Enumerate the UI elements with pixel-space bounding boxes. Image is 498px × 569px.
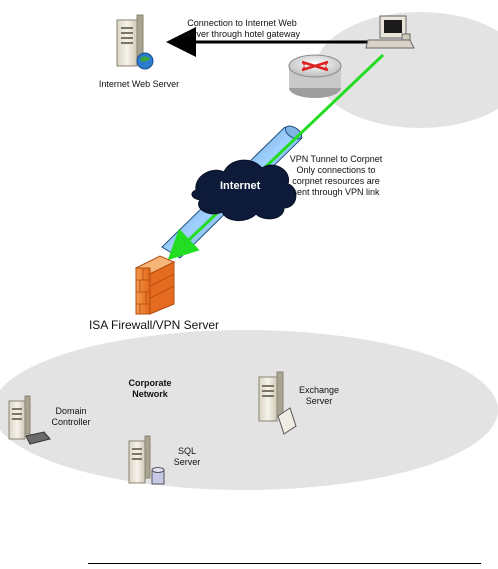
corporate-zone (0, 330, 498, 490)
corporate-network-label: Corporate Network (128, 378, 172, 399)
exchange-server-label: Exchange Server (298, 385, 340, 406)
web-server-label: Internet Web Server (98, 79, 180, 89)
sql-server-icon (128, 435, 165, 485)
web-connection-label: Connection to Internet Web server throug… (183, 18, 301, 39)
vpn-link-line (167, 53, 385, 261)
page-footer-rule (88, 563, 481, 564)
internet-label: Internet (220, 180, 261, 192)
internet-cloud-icon (191, 159, 297, 221)
domain-controller-label: Domain Controller (51, 406, 91, 427)
exchange-server-icon (258, 371, 297, 435)
sql-server-label: SQL Server (173, 446, 201, 467)
vpn-tunnel-label: VPN Tunnel to Corpnet Only connections t… (289, 154, 383, 197)
web-server-icon (116, 14, 154, 70)
router-icon (288, 54, 342, 98)
firewall-label: ISA Firewall/VPN Server (88, 318, 220, 332)
domain-controller-icon (8, 395, 51, 445)
firewall-icon (134, 255, 176, 315)
workstation-icon (365, 15, 415, 49)
